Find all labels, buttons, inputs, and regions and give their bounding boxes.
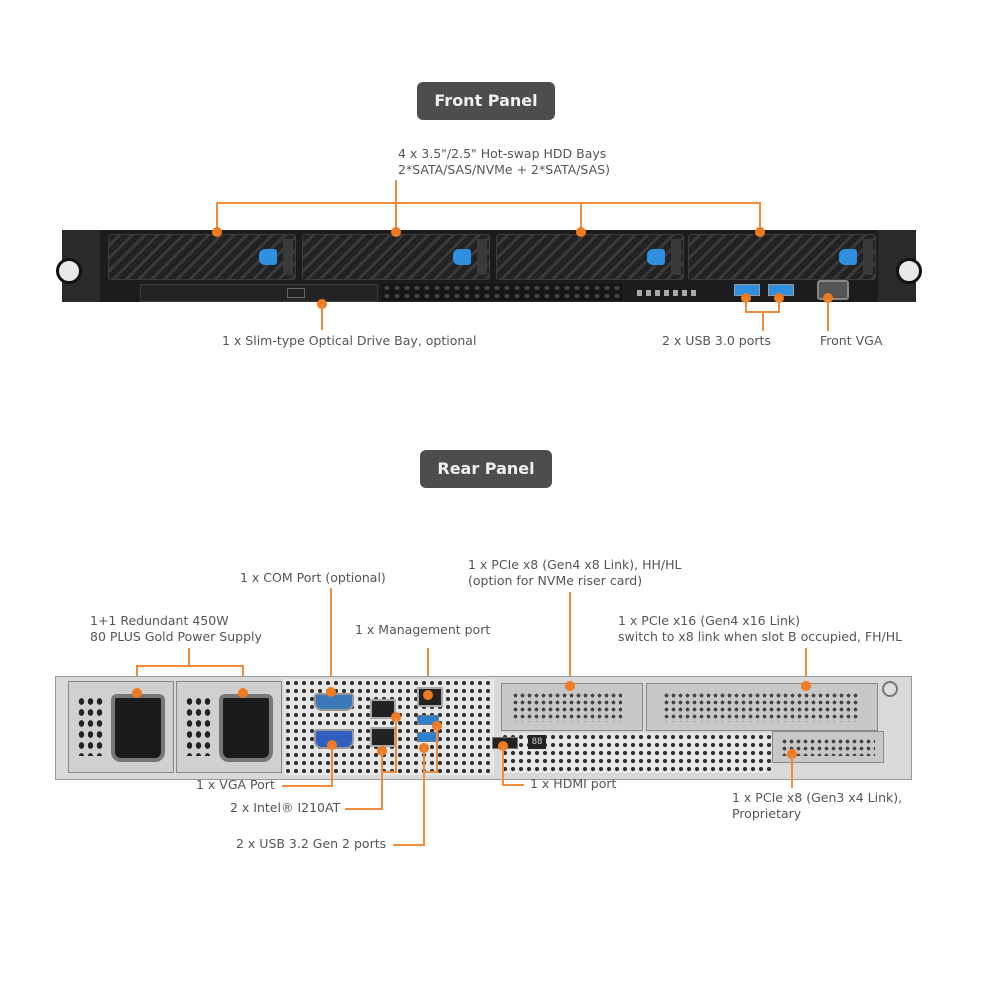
com-port-label: 1 x COM Port (optional) [240,570,386,585]
hdd-callout-drop-2 [395,202,397,232]
hdd-callout-dot [212,227,222,237]
hdd-bay-2 [302,234,490,280]
usb-rear-callout-v1 [436,726,438,772]
usb-rear-callout-v2 [423,748,425,845]
pcie-x16-label-line1: 1 x PCIe x16 (Gen4 x16 Link) [618,613,801,628]
hdmi-callout-v [502,746,504,785]
hdmi-callout-h [502,784,524,786]
pcie-x8-label: 1 x PCIe x8 (Gen4 x8 Link), HH/HL (optio… [468,557,681,589]
optical-drive-bay [140,284,378,302]
usb-rear-callout-h [393,844,425,846]
vga-port-label: 1 x VGA Port [196,777,275,792]
usb-callout-drop-2 [778,298,780,312]
hdd-callout-dot [391,227,401,237]
hdd-bay-1 [108,234,296,280]
pcie-x16-label-line2: switch to x8 link when slot B occupied, … [618,629,903,644]
right-thumbscrew-icon [896,258,922,284]
drive-latch-icon [647,249,665,265]
ac-inlet-icon [111,694,165,762]
com-callout-dot [326,687,336,697]
pcie-x16-callout-dot [801,681,811,691]
rear-usb-port-1 [417,715,439,725]
rear-chassis-image: 88 [55,676,912,780]
pcie-gen3-slot-bracket [772,731,884,763]
hdd-callout-bar [216,202,761,204]
vga-callout-line [827,298,829,331]
front-panel-heading: Front Panel [417,82,555,120]
pcie-x8-callout-line [569,592,571,686]
power-supply-2 [176,681,282,773]
usb-callout-stem [762,311,764,331]
pcie-gen3-callout-v [791,754,793,788]
pcie-x16-label: 1 x PCIe x16 (Gen4 x16 Link) switch to x… [618,613,902,645]
hdd-callout-stem [395,180,397,202]
psu-label-line2: 80 PLUS Gold Power Supply [90,629,262,644]
hdd-callout-dot [576,227,586,237]
hdd-callout-dot [755,227,765,237]
lan-callout-h [345,808,383,810]
pcie-x16-callout-line [805,648,807,686]
hdd-callout-drop-4 [759,202,761,232]
psu-callout-dot [132,688,142,698]
lan-callout-v1 [395,717,397,772]
pcie-gen3-label: 1 x PCIe x8 (Gen3 x4 Link), Proprietary [732,790,902,822]
lan-port-2 [370,727,396,747]
front-vga-label: Front VGA [820,333,883,348]
drive-latch-icon [839,249,857,265]
mgmt-port-label: 1 x Management port [355,622,491,637]
hdd-bay-3 [496,234,684,280]
lan-port-1 [370,699,396,719]
hdd-bays-label-line1: 4 x 3.5"/2.5" Hot-swap HDD Bays [398,146,607,161]
front-chassis-image [56,230,922,302]
lan-callout-v2 [381,751,383,809]
mgmt-callout-line [427,648,429,693]
usb-callout-drop-1 [745,298,747,312]
drive-latch-icon [453,249,471,265]
front-vent-grille [382,284,622,300]
rear-vent-area [501,733,771,773]
usb-rear-callout-join [423,771,438,773]
front-usb-label: 2 x USB 3.0 ports [662,333,771,348]
eject-button-icon [287,288,305,298]
pcie-x16-slot-bracket [646,683,878,731]
rear-thumbscrew-icon [882,681,898,697]
front-vga-connector [817,280,849,300]
debug-led-display: 88 [528,735,546,749]
optical-drive-label: 1 x Slim-type Optical Drive Bay, optiona… [222,333,477,348]
rear-usb-port-2 [417,732,439,742]
ac-inlet-icon [219,694,273,762]
pcie-x8-label-line2: (option for NVMe riser card) [468,573,643,588]
status-leds [637,290,697,296]
hdd-bays-label: 4 x 3.5"/2.5" Hot-swap HDD Bays 2*SATA/S… [398,146,610,178]
hdd-callout-drop-3 [580,202,582,232]
left-thumbscrew-icon [56,258,82,284]
vga-port-callout-v [331,745,333,786]
hdmi-label: 1 x HDMI port [530,776,617,791]
rear-usb-label: 2 x USB 3.2 Gen 2 ports [236,836,387,851]
pcie-gen3-label-line2: Proprietary [732,806,802,821]
pcie-x8-callout-dot [565,681,575,691]
lan-label: 2 x Intel® I210AT [230,800,341,815]
pcie-gen3-label-line1: 1 x PCIe x8 (Gen3 x4 Link), [732,790,903,805]
psu-label: 1+1 Redundant 450W 80 PLUS Gold Power Su… [90,613,262,645]
psu-callout-bar [136,665,242,667]
com-callout-line [330,588,332,690]
hdd-callout-drop-1 [216,202,218,232]
psu-label-line1: 1+1 Redundant 450W [90,613,229,628]
pcie-x8-label-line1: 1 x PCIe x8 (Gen4 x8 Link), HH/HL [468,557,682,572]
psu-callout-stem [188,648,190,666]
power-supply-1 [68,681,174,773]
drive-latch-icon [259,249,277,265]
rear-panel-heading: Rear Panel [420,450,552,488]
hdd-bay-4 [688,234,876,280]
psu-callout-dot [238,688,248,698]
lan-callout-join [381,771,397,773]
mgmt-callout-dot [423,690,433,700]
hdd-bays-label-line2: 2*SATA/SAS/NVMe + 2*SATA/SAS) [398,162,610,177]
vga-port-callout-h [282,785,333,787]
optical-callout-line [321,304,323,330]
